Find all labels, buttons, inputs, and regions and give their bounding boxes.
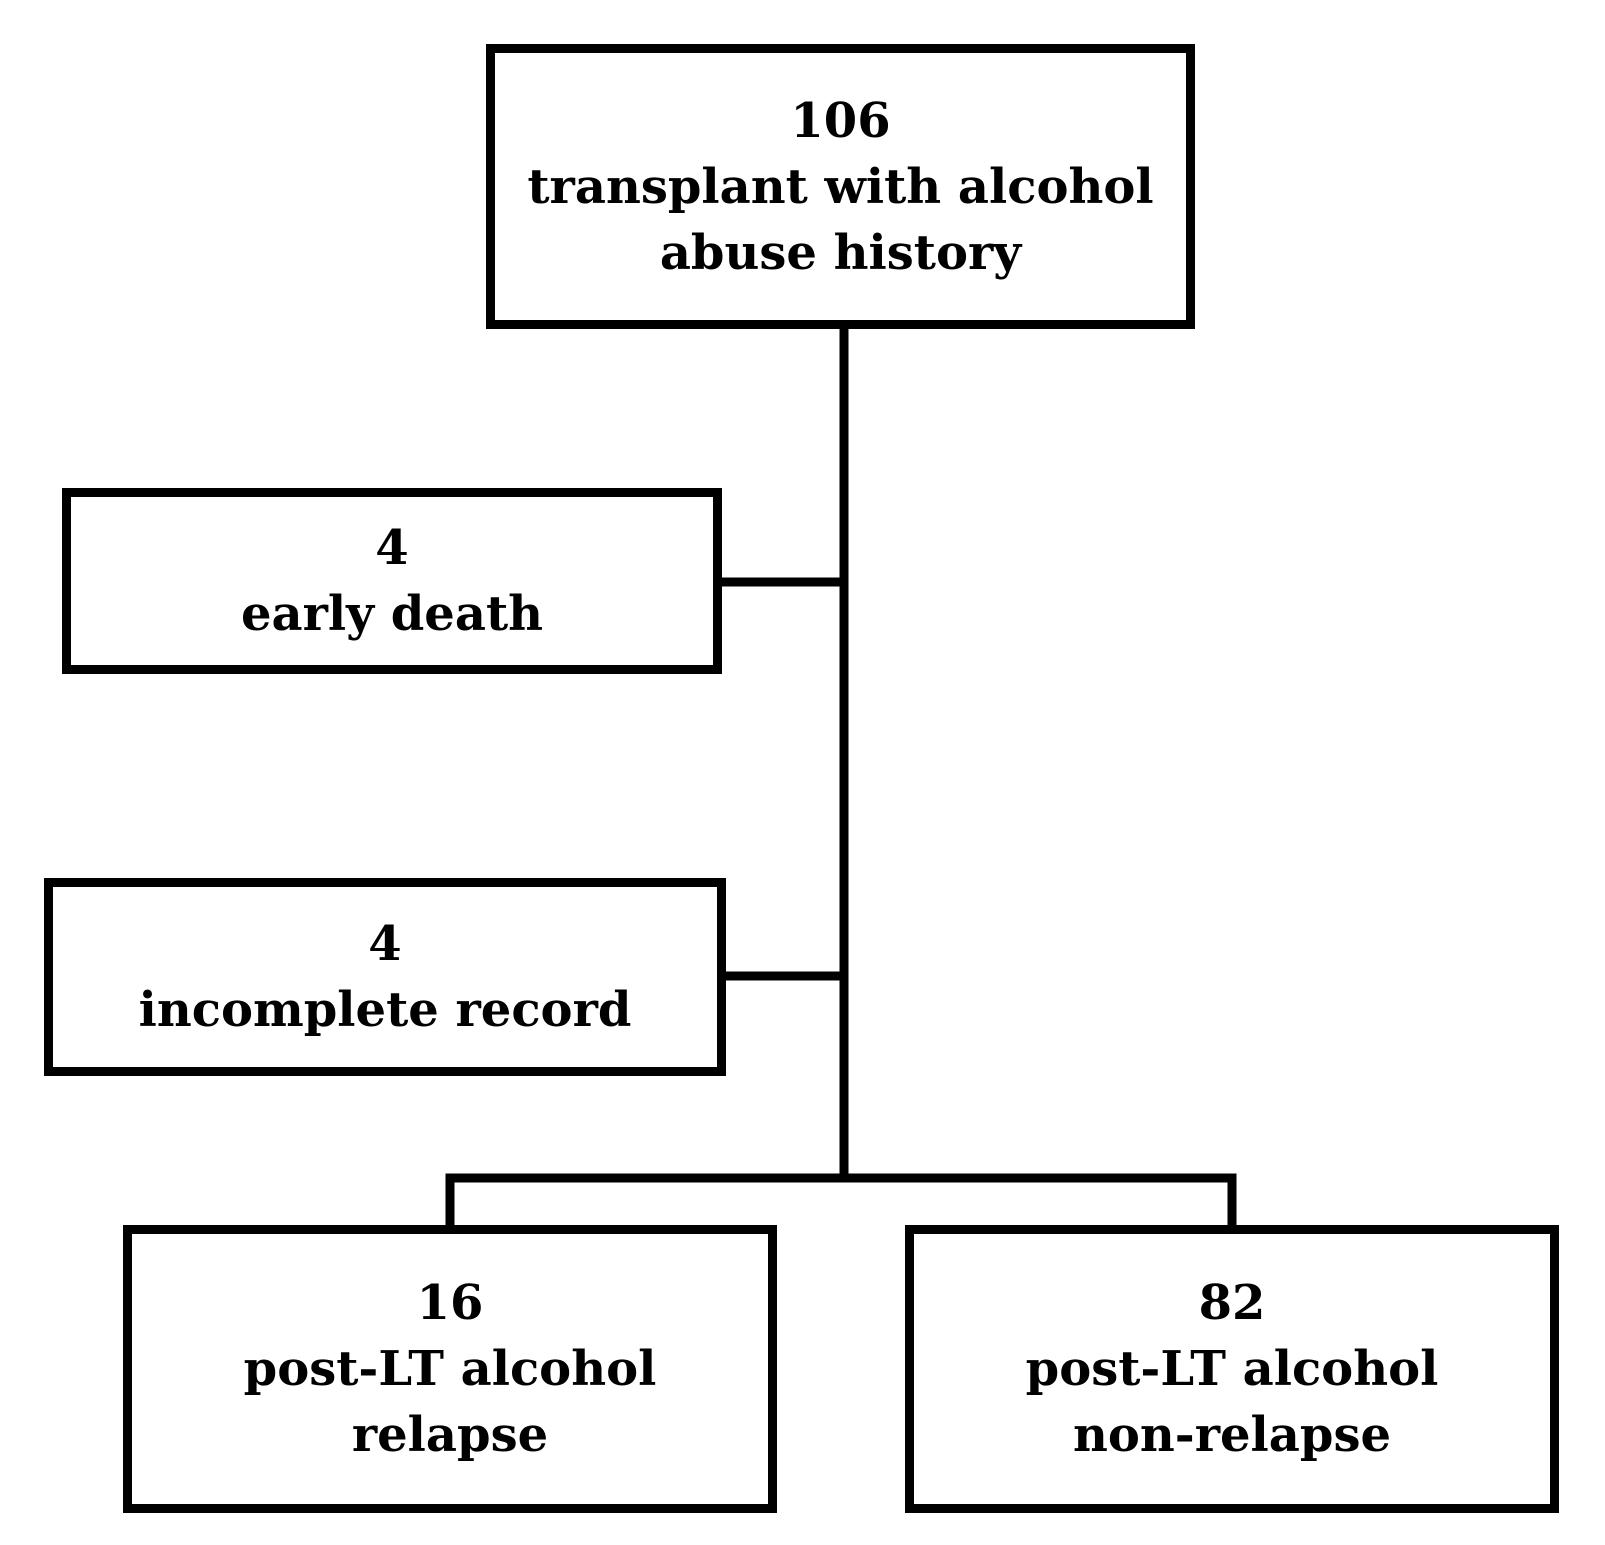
node-count: 82: [1198, 1275, 1266, 1331]
node-transplant: 106 transplant with alcohol abuse histor…: [486, 44, 1195, 329]
node-count: 4: [375, 520, 409, 576]
node-count: 4: [368, 916, 402, 972]
node-label: transplant with alcohol abuse history: [527, 158, 1154, 281]
node-label: early death: [240, 586, 544, 642]
node-count: 16: [416, 1275, 484, 1331]
node-label: post-LT alcohol non-relapse: [1025, 1341, 1439, 1463]
node-incomplete-record: 4 incomplete record: [44, 878, 726, 1076]
node-relapse: 16 post-LT alcohol relapse: [123, 1225, 777, 1513]
node-label: post-LT alcohol relapse: [243, 1341, 657, 1463]
node-label: incomplete record: [138, 982, 632, 1038]
node-count: 106: [790, 92, 891, 149]
node-early-death: 4 early death: [62, 488, 722, 674]
node-non-relapse: 82 post-LT alcohol non-relapse: [905, 1225, 1559, 1513]
